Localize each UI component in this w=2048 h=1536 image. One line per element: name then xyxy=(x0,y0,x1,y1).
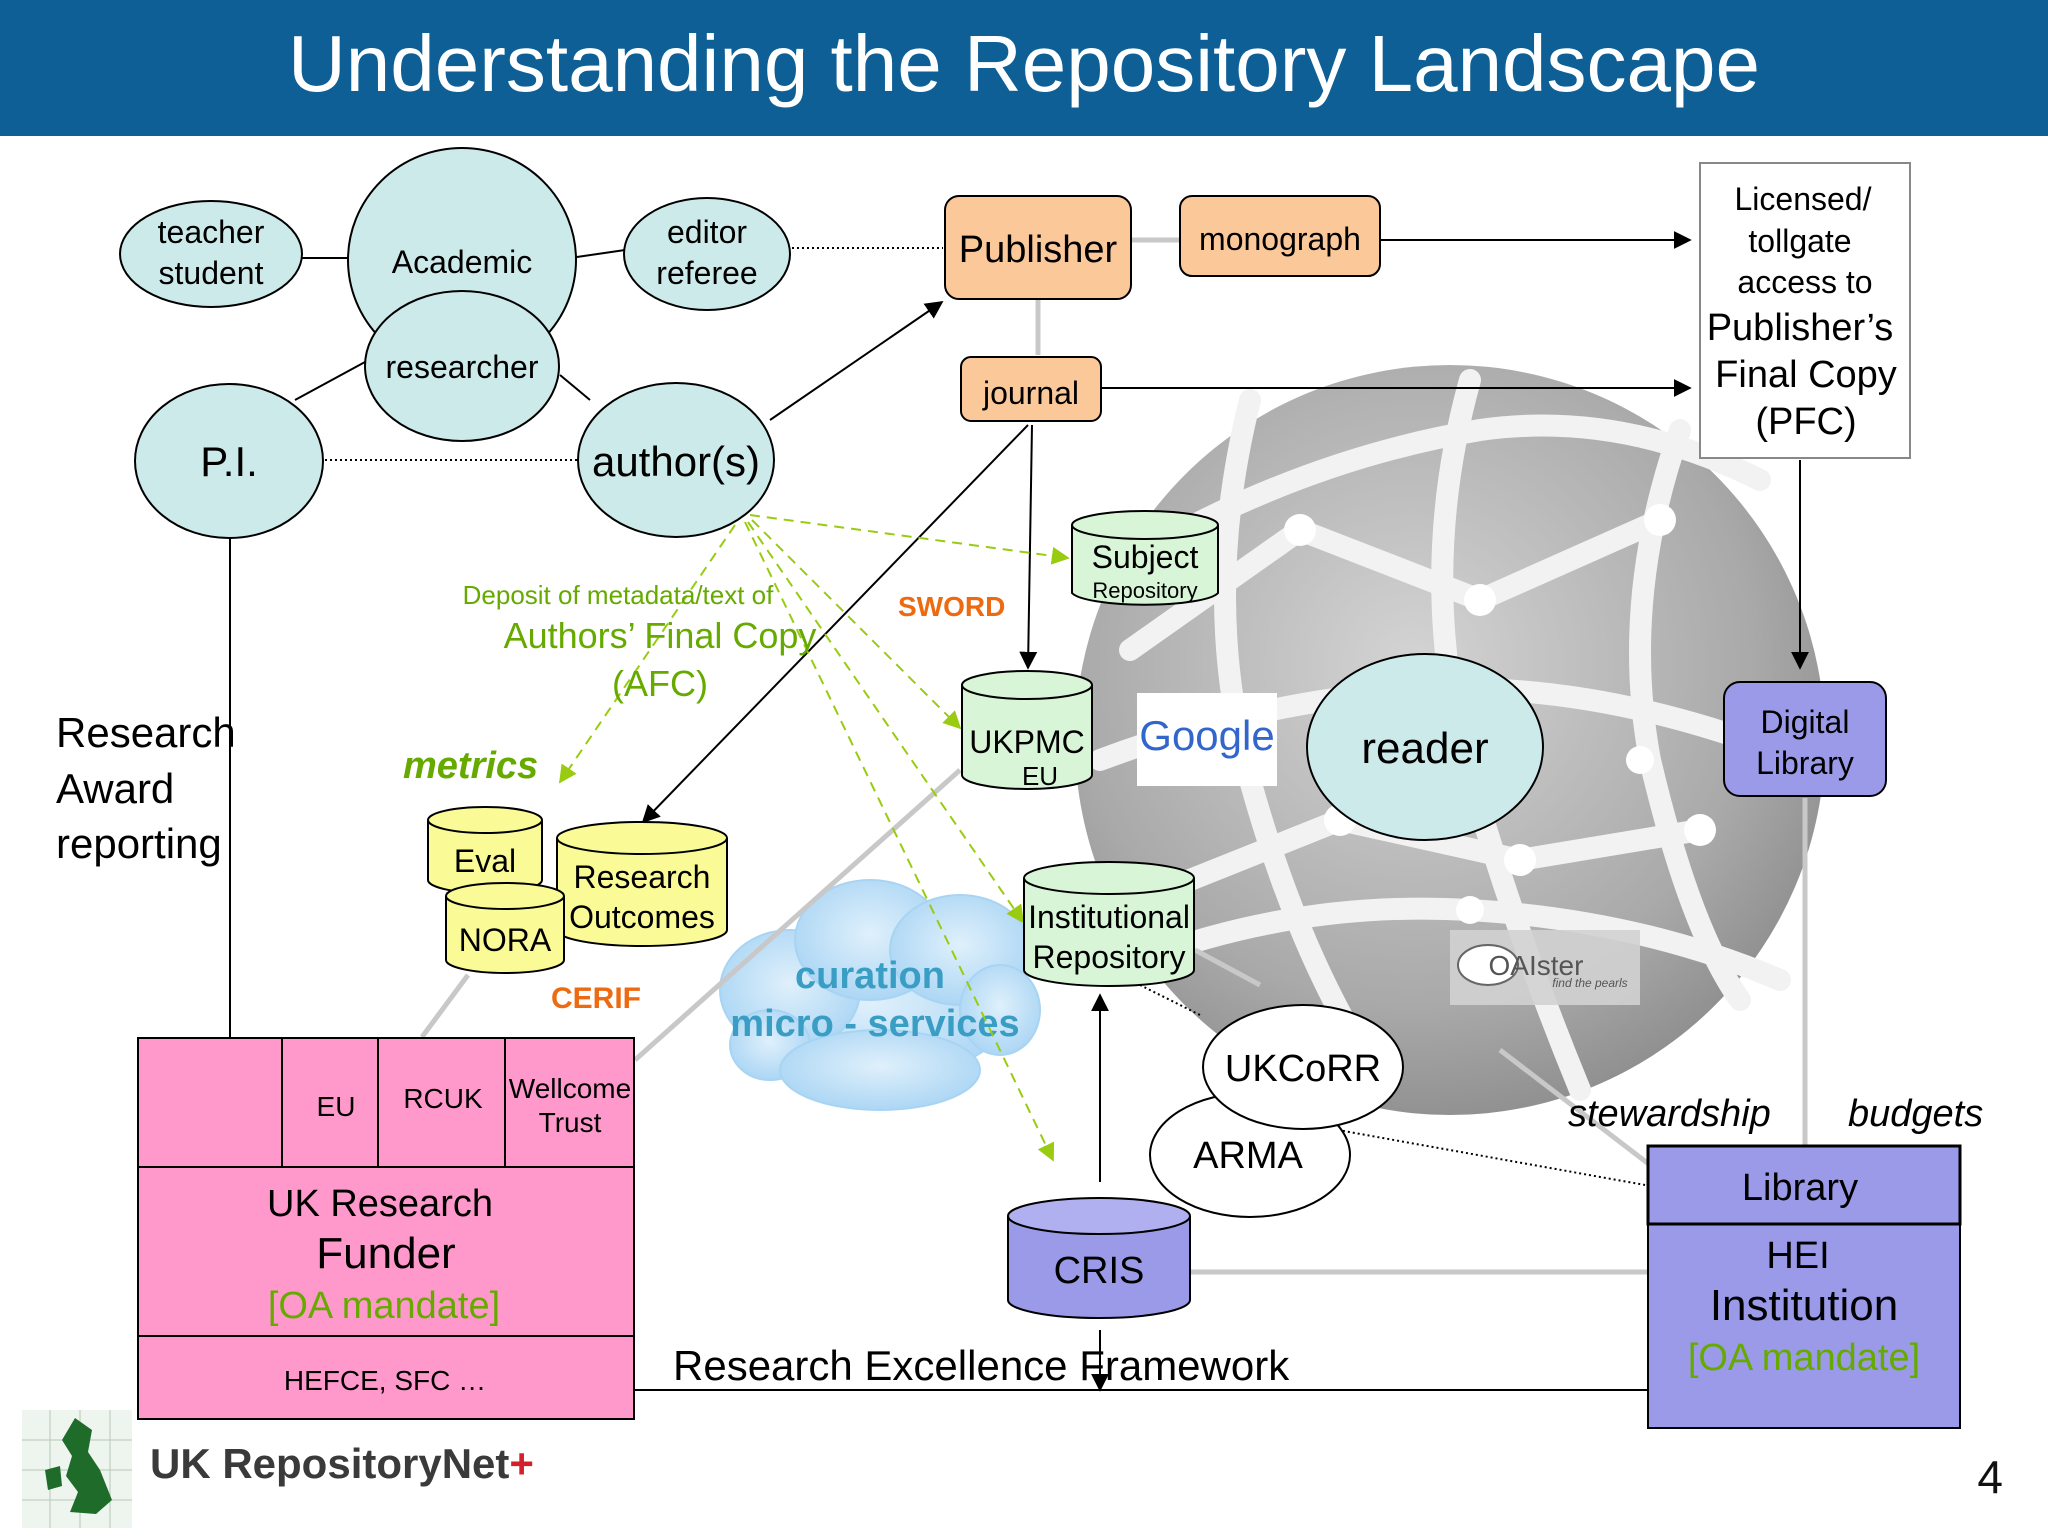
reader-circle: reader xyxy=(1306,653,1544,841)
eu-label: EU xyxy=(317,1091,356,1122)
brand-plus: + xyxy=(509,1440,534,1487)
licensed-pfc-box: Licensed/ tollgate access to Publisher’s… xyxy=(1699,162,1911,459)
researcher-label: researcher xyxy=(386,349,539,385)
curation-label: curation xyxy=(795,955,945,997)
eval-label: Eval xyxy=(454,843,516,879)
metrics-label: metrics xyxy=(403,745,538,787)
ukpmc-eu-label: EU xyxy=(1022,761,1058,791)
subject-repository-label: Repository xyxy=(1092,578,1197,603)
subject-label: Subject xyxy=(1092,539,1199,575)
journal-box: journal xyxy=(960,356,1102,422)
repository-label: Repository xyxy=(1033,939,1186,975)
deposit-line-1: Deposit of metadata/text of xyxy=(463,580,775,610)
research-award-line-1: Research xyxy=(56,709,236,756)
deposit-line-3: (AFC) xyxy=(612,663,708,704)
institution-label: Institution xyxy=(1710,1281,1898,1330)
subject-repository-cylinder: Subject Repository xyxy=(1071,510,1219,606)
ukcorr-label: UKCoRR xyxy=(1225,1048,1381,1090)
pfc-line-2: Final Copy xyxy=(1715,354,1897,396)
funder-label: Funder xyxy=(316,1229,455,1278)
institution-mandate-label: [OA mandate] xyxy=(1688,1337,1920,1379)
micro-services-label: micro - services xyxy=(730,1003,1019,1045)
oaister-tagline: find the pearls xyxy=(1552,976,1627,990)
library-label: Library xyxy=(1742,1167,1858,1209)
title-bar: Understanding the Repository Landscape xyxy=(0,0,2048,136)
nora-cylinder: NORA xyxy=(445,882,565,974)
brand-name: UK RepositoryNet+ xyxy=(150,1440,534,1488)
research-award-line-3: reporting xyxy=(56,820,222,867)
ukpmc-cylinder: UKPMC EU xyxy=(961,670,1093,791)
research-outcomes-cylinder: Research Outcomes xyxy=(556,821,728,947)
monograph-label: monograph xyxy=(1199,221,1361,257)
oaister-logo: OAIster find the pearls xyxy=(1450,930,1640,1005)
digital-library-box: Digital Library xyxy=(1723,681,1887,797)
licensed-line-1: Licensed/ xyxy=(1735,181,1872,217)
student-label: student xyxy=(159,255,264,291)
pi-circle: P.I. xyxy=(134,383,324,539)
stewardship-label: stewardship xyxy=(1568,1093,1771,1135)
uk-research-label: UK Research xyxy=(267,1183,493,1225)
teacher-label: teacher xyxy=(158,214,265,250)
pfc-line-3: (PFC) xyxy=(1755,401,1856,443)
trust-label: Trust xyxy=(539,1107,602,1138)
researcher-circle: researcher xyxy=(364,290,560,442)
budgets-label: budgets xyxy=(1848,1093,1983,1135)
page-number: 4 xyxy=(1977,1451,2003,1503)
deposit-line-2: Authors’ Final Copy xyxy=(504,615,817,656)
institutional-label: Institutional xyxy=(1028,899,1190,935)
slide-title: Understanding the Repository Landscape xyxy=(287,19,1761,108)
institutional-repository-cylinder: Institutional Repository xyxy=(1023,861,1195,987)
publisher-box: Publisher xyxy=(944,195,1132,300)
hei-label: HEI xyxy=(1766,1235,1829,1277)
reader-label: reader xyxy=(1361,724,1488,773)
teacher-student-circle: teacher student xyxy=(119,200,303,308)
pi-label: P.I. xyxy=(200,438,258,485)
authors-circle: author(s) xyxy=(577,382,775,538)
sword-label: SWORD xyxy=(898,591,1005,622)
editor-label: editor xyxy=(667,214,747,250)
licensed-line-3: access to xyxy=(1737,264,1872,300)
google-logo: Google xyxy=(1137,693,1277,786)
library-label: Library xyxy=(1756,745,1854,781)
cerif-label: CERIF xyxy=(551,982,641,1015)
nora-label: NORA xyxy=(459,922,552,958)
hei-institution-block: Library HEI Institution [OA mandate] xyxy=(1646,1144,1962,1429)
funder-mandate-label: [OA mandate] xyxy=(268,1285,500,1327)
academic-label: Academic xyxy=(392,244,533,280)
uk-map-icon xyxy=(22,1410,132,1528)
authors-label: author(s) xyxy=(592,438,760,485)
publisher-label: Publisher xyxy=(959,229,1118,271)
brand-text: UK RepositoryNet xyxy=(150,1440,510,1487)
hefce-label: HEFCE, SFC … xyxy=(284,1365,486,1396)
journal-label: journal xyxy=(982,375,1079,411)
licensed-line-2: tollgate xyxy=(1748,223,1851,259)
eval-cylinder: Eval xyxy=(427,806,543,894)
ukcorr-ellipse: UKCoRR xyxy=(1202,1004,1404,1130)
oaister-text: OAIster xyxy=(1489,950,1584,981)
research-award-line-2: Award xyxy=(56,765,174,812)
curation-cloud: curation micro - services xyxy=(719,879,1041,1111)
wellcome-label: Wellcome xyxy=(509,1073,631,1104)
cris-cylinder: CRIS xyxy=(1007,1197,1191,1319)
referee-label: referee xyxy=(656,255,757,291)
rcuk-label: RCUK xyxy=(403,1083,483,1114)
cris-label: CRIS xyxy=(1054,1250,1145,1292)
research-outcomes-label-2: Outcomes xyxy=(569,899,715,935)
editor-referee-circle: editor referee xyxy=(623,197,791,311)
monograph-box: monograph xyxy=(1179,195,1381,277)
pfc-line-1: Publisher’s xyxy=(1707,307,1894,349)
digital-label: Digital xyxy=(1761,704,1850,740)
arma-label: ARMA xyxy=(1193,1135,1303,1177)
ref-label: Research Excellence Framework xyxy=(673,1342,1290,1389)
research-outcomes-label-1: Research xyxy=(574,859,711,895)
google-text: Google xyxy=(1139,712,1274,759)
funder-block: EU RCUK Wellcome Trust UK Research Funde… xyxy=(137,1037,635,1420)
ukpmc-label: UKPMC xyxy=(969,724,1085,760)
